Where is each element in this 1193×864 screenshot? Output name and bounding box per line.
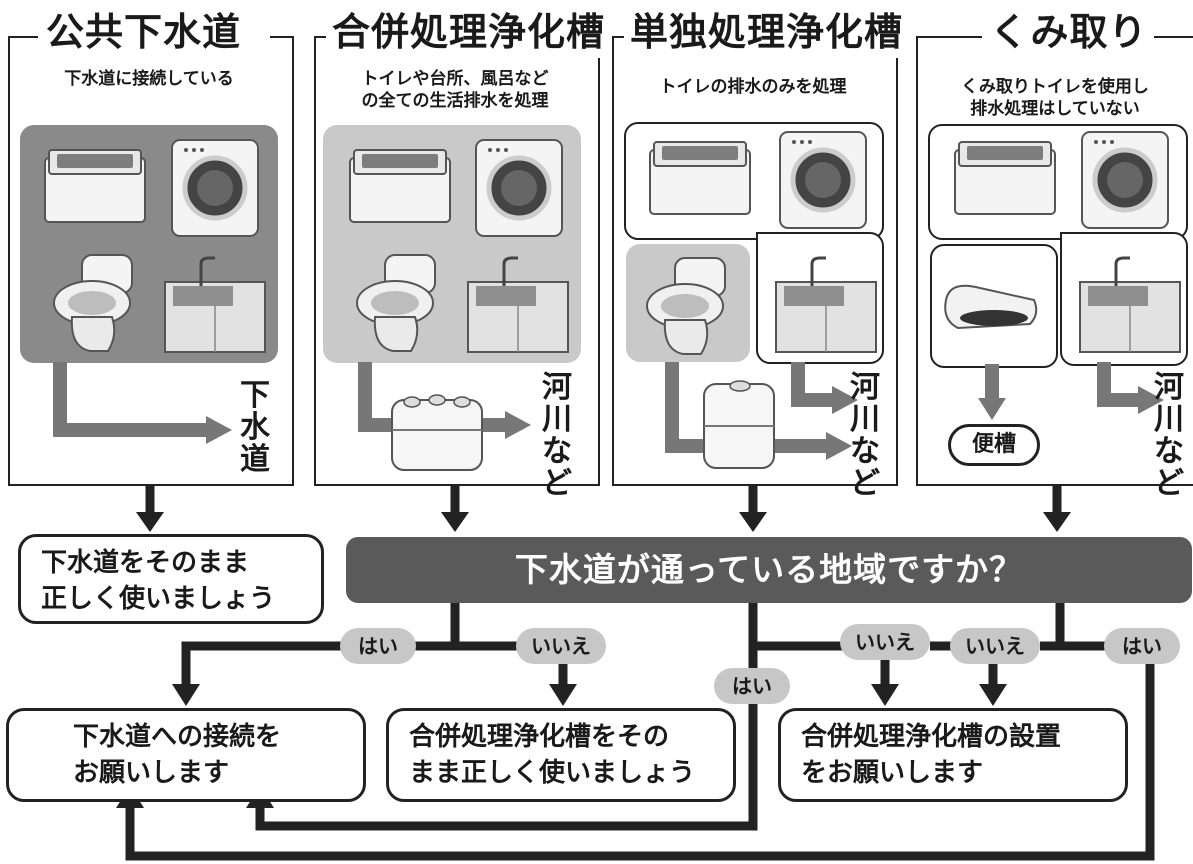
column-subtitle: の全ての生活排水を処理 xyxy=(361,91,549,111)
outlet-label-river: 河 川 な ど xyxy=(1154,370,1184,501)
sink-box xyxy=(756,232,884,364)
column-title: 合併処理浄化槽 xyxy=(326,6,612,58)
appliance-box xyxy=(20,125,278,363)
outlet-label-river: 河 川 な ど xyxy=(542,370,572,501)
answer-yes: はい xyxy=(714,668,790,704)
column-subtitle: くみ取りトイレを使用し xyxy=(961,77,1149,97)
answer-yes: はい xyxy=(1104,628,1180,664)
result-keep-sewer: 下水道をそのまま 正しく使いましょう xyxy=(18,534,324,624)
column-subtitle: 排水処理はしていない xyxy=(970,99,1140,119)
cesspool-label: 便槽 xyxy=(948,424,1040,466)
question-banner: 下水道が通っている地域ですか？ xyxy=(346,537,1192,603)
column-top-line xyxy=(270,36,292,38)
result-keep-johkasou: 合併処理浄化槽をその まま正しく使いましょう xyxy=(386,708,736,802)
column-top-line xyxy=(8,36,38,38)
answer-no: いいえ xyxy=(516,628,606,664)
toilet-box xyxy=(626,244,750,362)
answer-no: いいえ xyxy=(840,624,930,660)
column-title: 公共下水道 xyxy=(40,6,248,58)
kitchen-laundry-box xyxy=(624,122,884,240)
outlet-label-sewer: 下 水 道 xyxy=(240,378,270,477)
pit-toilet-box xyxy=(930,244,1058,368)
kitchen-laundry-box xyxy=(928,124,1188,240)
outlet-label-river: 河 川 な ど xyxy=(850,370,880,501)
result-connect-sewer: 下水道への接続を お願いします xyxy=(6,708,366,802)
answer-no: いいえ xyxy=(950,628,1040,664)
column-subtitle: トイレや台所、風呂など xyxy=(361,69,549,89)
answer-yes: はい xyxy=(340,628,416,664)
column-title: くみ取り xyxy=(984,6,1154,58)
column-subtitle: 下水道に接続している xyxy=(64,69,234,89)
appliance-box xyxy=(323,125,581,363)
column-title: 単独処理浄化槽 xyxy=(624,6,910,58)
sink-box xyxy=(1060,232,1188,366)
column-subtitle: トイレの排水のみを処理 xyxy=(659,77,847,97)
result-install-johkasou: 合併処理浄化槽の設置 をお願いします xyxy=(778,708,1128,802)
